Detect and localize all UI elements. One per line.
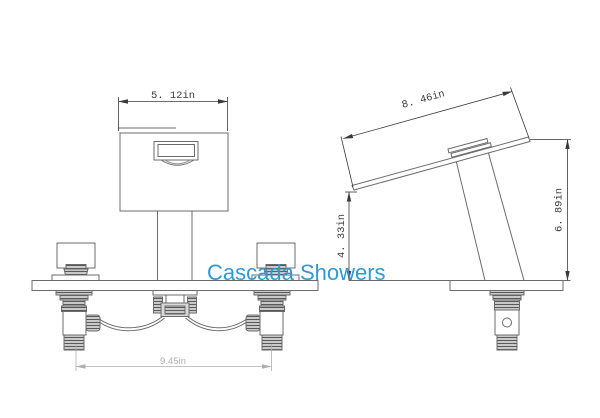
outlet-tab-upper (447, 137, 489, 154)
side-view (349, 136, 571, 351)
left-valve-shank (55, 290, 101, 351)
dimension-hole-spacing-label: 9.45in (160, 356, 186, 367)
dimension-rear-height: 4. 33in (336, 191, 357, 281)
dimension-rear-height-label: 4. 33in (336, 214, 348, 258)
dimension-overall-height-label: 6. 89in (554, 188, 566, 232)
right-handle (251, 242, 300, 281)
side-deck-plate (449, 280, 564, 291)
center-mixer-assembly (152, 290, 198, 317)
dimension-spout-length-label: 8. 46in (401, 88, 447, 111)
left-handle (51, 242, 100, 281)
waterfall-plate (351, 136, 531, 191)
side-mounting-shank (489, 290, 525, 351)
outlet-lip-arc (160, 159, 195, 166)
brand-watermark: Cascada Showers (207, 260, 386, 285)
supply-hoses (99, 315, 247, 332)
dimension-overall-height: 6. 89in (530, 139, 571, 281)
outlet-window-inner (157, 144, 195, 157)
dimension-front-width-label: 5. 12in (151, 90, 195, 102)
right-valve-shank (245, 290, 291, 351)
mounting-hole (502, 317, 512, 328)
dimension-front-width: 5. 12in (118, 90, 228, 131)
outlet-tab-lower (450, 142, 492, 158)
front-view (31, 127, 319, 351)
spout-column (455, 150, 525, 281)
outlet-lip-arc-inner (165, 160, 190, 165)
dimension-hole-spacing: 9.45in (75, 344, 272, 371)
dimension-spout-length: 8. 46in (340, 87, 530, 188)
